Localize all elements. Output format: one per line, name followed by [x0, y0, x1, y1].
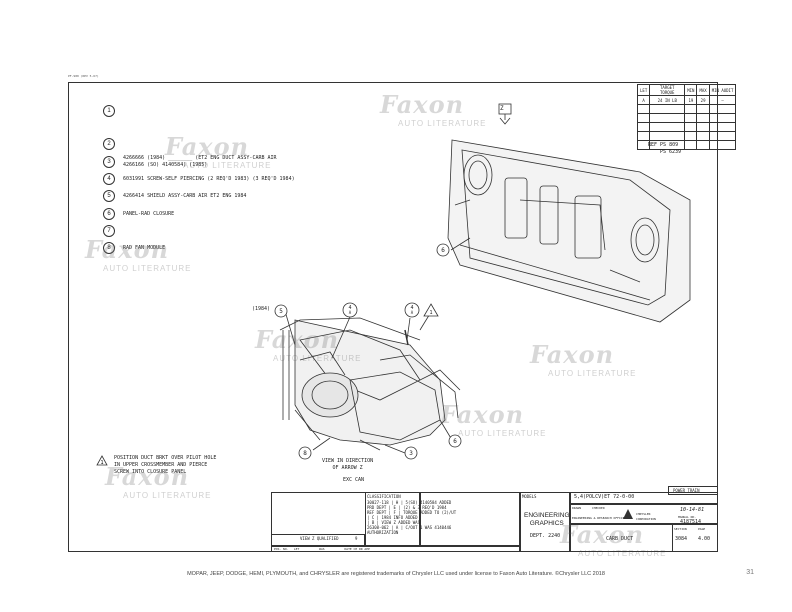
carb-duct-assembly: [279, 317, 461, 451]
arrow-z-label: Z: [500, 105, 504, 112]
drawing-callout-3: 3: [409, 450, 413, 457]
checked-label: CHECKED: [592, 506, 605, 510]
pentastar-logo-icon: [623, 509, 633, 519]
drawing-form-code: PF-980 (REV 5-67): [68, 74, 99, 78]
rev-columns: POS. NO. LET WAS DATE CH DR APP: [274, 547, 370, 552]
page-value: 4.00: [698, 536, 711, 542]
rev-col: CH: [353, 547, 358, 551]
models-label: MODELS: [522, 494, 537, 499]
page-number: 31: [746, 569, 754, 576]
section-no-label: SECTION: [674, 527, 687, 531]
svg-text:1: 1: [100, 460, 103, 466]
callout-text: PANEL-RAD CLOSURE: [123, 210, 175, 217]
company-name: CHRYSLER CORPORATION: [636, 512, 656, 521]
ref-line: PS 6239: [660, 149, 682, 155]
callout-text: 6031991 SCREW-SELF PIERCING (2 REQ'D 198…: [123, 175, 295, 182]
section-label: POWER TRAIN: [673, 488, 700, 493]
callout-4: 4 6031991 SCREW-SELF PIERCING (2 REQ'D 1…: [103, 173, 295, 185]
year-1984-label: (1984): [252, 306, 271, 312]
callout-5: 5 4266414 SHIELD ASSY-CARB AIR ET2 ENG 1…: [103, 190, 246, 202]
revision-row: 30027-118 | H | 5(SO) 4140584 ADDED: [367, 500, 452, 505]
revision-row: 26308-062 | A | C/OUT 1 WAS 4140446: [367, 525, 452, 530]
callout-1: 1: [103, 105, 123, 117]
manual-no: 4187514: [680, 519, 702, 525]
drawing-callout-5: 5: [279, 308, 283, 315]
drawing-callout-6b: 6: [453, 438, 457, 445]
part-title: CARB DUCT: [606, 536, 634, 542]
torque-table: LET TARGET TORQUE MIN MAX MIN AUDIT A 24…: [636, 84, 737, 150]
callout-2: 2: [103, 138, 123, 150]
page-label: PAGE: [698, 527, 706, 531]
callout-number: 8: [103, 242, 115, 254]
dept-value: 2240: [548, 533, 561, 539]
view-text: VIEW IN DIRECTION OF ARROW Z: [322, 458, 374, 471]
rev-col: LET: [293, 547, 300, 551]
models-value: 5,4(POLCV)ET 72-0-00: [574, 494, 635, 500]
rev-col: POS. NO.: [274, 547, 289, 551]
manual-no-label: MANUAL NO.: [678, 515, 697, 519]
reference-specs: REF PS 809 PS 6239: [648, 142, 681, 156]
callout-number: 6: [103, 208, 115, 220]
authorization-label: AUTHORIZATION: [367, 530, 399, 535]
revision-row: PRD DEPT | E | (2) & 3 REQ'D 1984: [367, 505, 447, 510]
dept-field: DEPT. 2240: [530, 534, 560, 539]
callout-number: 3: [103, 156, 115, 168]
classification-label: CLASSIFICATION: [367, 494, 401, 499]
drawing-callout-6: 6: [441, 247, 445, 254]
revision-row: REF DEPT | F | TORQUE ADDED TO (2)/UT: [367, 510, 457, 515]
view-direction-label: VIEW IN DIRECTION OF ARROW Z: [322, 458, 373, 472]
assembly-note: POSITION DUCT BRKT OVER PILOT HOLE IN UP…: [114, 455, 217, 475]
revision-row: | C | 1984 INFO ADDED: [367, 515, 418, 520]
callout-number: 5: [103, 190, 115, 202]
issued-row-num: 9: [355, 536, 358, 541]
callout-3: 3 4266666 (1984) ________ (ET2 ENG DUCT …: [103, 155, 277, 169]
dept-full: ENGINEERING & RESEARCH OFFICE: [572, 516, 625, 520]
callout-text: 4266666 (1984) ________ (ET2 ENG DUCT AS…: [123, 155, 277, 168]
exc-can-label: EXC CAN: [343, 477, 365, 483]
warning-triangle-icon: 1: [96, 455, 108, 466]
callout-8: 8 RAD FAN MODULE: [103, 242, 165, 254]
callout-number: 4: [103, 173, 115, 185]
callout-text: 4266414 SHIELD ASSY-CARB AIR ET2 ENG 198…: [123, 192, 247, 199]
rev-col: APP: [364, 547, 370, 551]
callout-7: 7: [103, 225, 123, 237]
callout-6: 6 PANEL-RAD CLOSURE: [103, 208, 174, 220]
radiator-closure-panel: [447, 139, 691, 323]
trademark-footer: MOPAR, JEEP, DODGE, HEMI, PLYMOUTH, and …: [187, 571, 605, 577]
dept-title: ENGINEERING GRAPHICS: [524, 512, 570, 527]
svg-text:A: A: [349, 310, 352, 315]
rev-col: DR: [358, 547, 363, 551]
rev-col: DATE: [344, 547, 352, 551]
svg-text:1: 1: [429, 310, 432, 316]
callout-number: 1: [103, 105, 115, 117]
revision-list: 30027-118 | H | 5(SO) 4140584 ADDED PRD …: [367, 500, 517, 530]
svg-text:4: 4: [348, 305, 351, 311]
ref-line: REF PS 809: [648, 142, 679, 148]
rev-col: WAS: [319, 547, 325, 551]
svg-text:4: 4: [410, 305, 413, 311]
date-value: 10-14-81: [680, 507, 705, 513]
drawing-callout-8: 8: [303, 450, 307, 457]
callout-text: RAD FAN MODULE: [123, 244, 166, 251]
svg-text:A: A: [411, 310, 414, 315]
section-no: 3084: [675, 536, 688, 542]
callout-number: 2: [103, 138, 115, 150]
drawn-label: DRAWN: [572, 506, 582, 510]
dept-label: DEPT.: [530, 533, 546, 539]
revision-row: | B | VIEW Z ADDED WAS: [367, 520, 420, 525]
issued-row-desc: VIEW Z QUALIFIED: [300, 536, 339, 541]
callout-number: 7: [103, 225, 115, 237]
